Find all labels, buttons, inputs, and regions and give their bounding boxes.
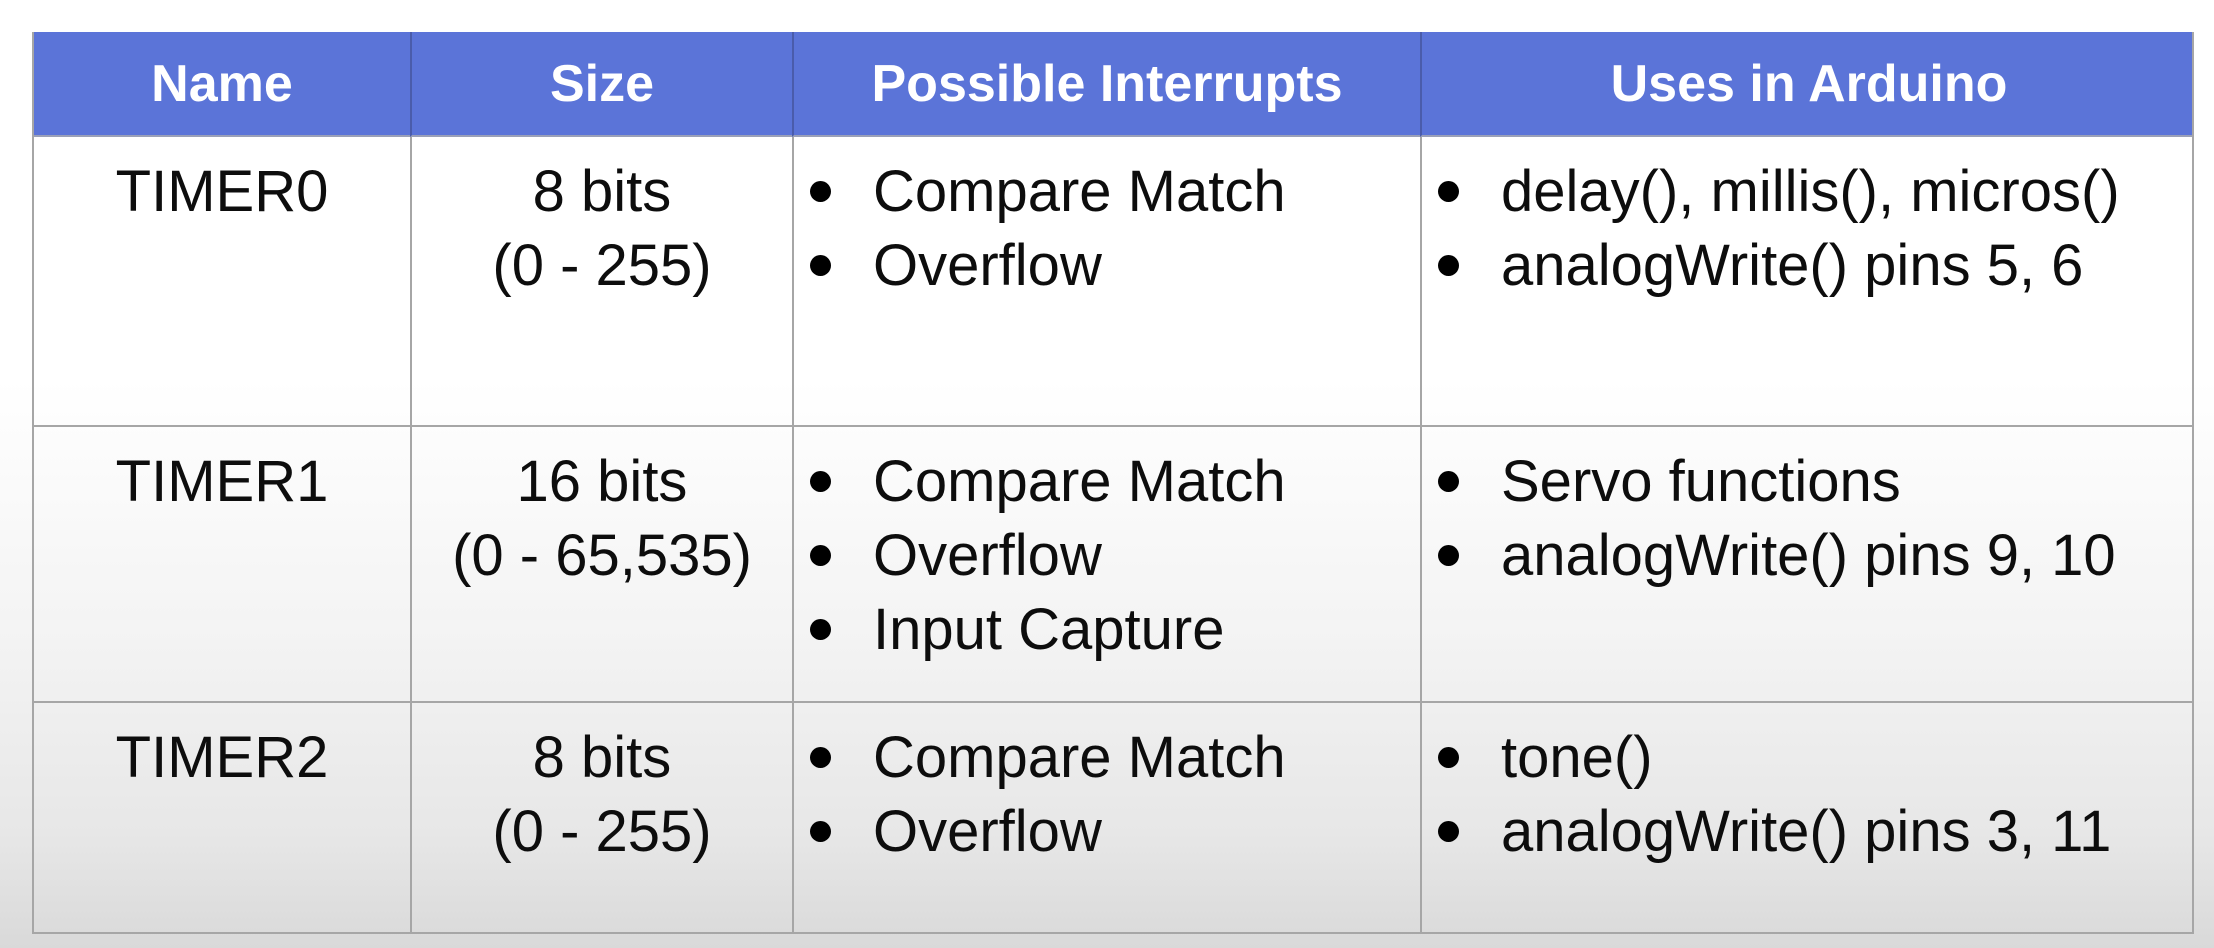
header-label-name: Name [151, 54, 293, 113]
list-item: analogWrite() pins 5, 6 [1438, 229, 2186, 303]
list-item-text: analogWrite() pins 9, 10 [1501, 523, 2116, 588]
size-line: (0 - 255) [492, 799, 712, 864]
bullet-dot-icon [810, 545, 831, 566]
list-item-text: tone() [1501, 725, 1653, 790]
bullet-dot-icon [1438, 471, 1459, 492]
header-cell-interrupts: Possible Interrupts [792, 32, 1420, 137]
cell-timer1-uses: Servo functions analogWrite() pins 9, 10 [1420, 427, 2192, 703]
header-label-uses: Uses in Arduino [1610, 54, 2008, 113]
cell-timer2-name: TIMER2 [34, 703, 410, 932]
header-label-interrupts: Possible Interrupts [871, 54, 1343, 113]
list-item-text: Compare Match [873, 159, 1286, 224]
list-item-text: Compare Match [873, 725, 1286, 790]
cell-timer0-interrupts: Compare Match Overflow [792, 137, 1420, 427]
cell-timer0-name: TIMER0 [34, 137, 410, 427]
timer-name: TIMER0 [115, 159, 329, 224]
size-line: (0 - 65,535) [452, 523, 752, 588]
list-item-text: analogWrite() pins 3, 11 [1501, 799, 2112, 864]
list-item: Servo functions [1438, 445, 2186, 519]
list-item: analogWrite() pins 9, 10 [1438, 519, 2186, 593]
header-cell-size: Size [410, 32, 792, 137]
timers-table: Name Size Possible Interrupts Uses in Ar… [32, 32, 2194, 934]
list-item: Overflow [810, 795, 1410, 869]
bullet-dot-icon [810, 619, 831, 640]
list-item-text: Servo functions [1501, 449, 1901, 514]
cell-timer2-size: 8 bits (0 - 255) [410, 703, 792, 932]
bullet-dot-icon [1438, 821, 1459, 842]
bullet-dot-icon [1438, 545, 1459, 566]
list-item: Overflow [810, 519, 1410, 593]
header-label-size: Size [549, 54, 655, 113]
list-item-text: Overflow [873, 233, 1102, 298]
timer-name: TIMER1 [115, 449, 329, 514]
list-item: tone() [1438, 721, 2186, 795]
list-item: Compare Match [810, 445, 1410, 519]
list-item-text: Compare Match [873, 449, 1286, 514]
list-item: analogWrite() pins 3, 11 [1438, 795, 2186, 869]
list-item-text: analogWrite() pins 5, 6 [1501, 233, 2084, 298]
bullet-dot-icon [810, 471, 831, 492]
cell-timer2-uses: tone() analogWrite() pins 3, 11 [1420, 703, 2192, 932]
cell-timer1-name: TIMER1 [34, 427, 410, 703]
cell-timer0-uses: delay(), millis(), micros() analogWrite(… [1420, 137, 2192, 427]
list-item-text: Overflow [873, 799, 1102, 864]
cell-timer2-interrupts: Compare Match Overflow [792, 703, 1420, 932]
bullet-dot-icon [810, 821, 831, 842]
bullet-dot-icon [1438, 747, 1459, 768]
size-line: 8 bits [532, 725, 672, 790]
cell-timer1-interrupts: Compare Match Overflow Input Capture [792, 427, 1420, 703]
cell-timer1-size: 16 bits (0 - 65,535) [410, 427, 792, 703]
size-line: 8 bits [532, 159, 672, 224]
list-item-text: Input Capture [873, 597, 1225, 662]
header-cell-uses: Uses in Arduino [1420, 32, 2192, 137]
list-item: Overflow [810, 229, 1410, 303]
bullet-dot-icon [810, 255, 831, 276]
list-item: Input Capture [810, 593, 1410, 667]
cell-timer0-size: 8 bits (0 - 255) [410, 137, 792, 427]
list-item: Compare Match [810, 155, 1410, 229]
list-item: delay(), millis(), micros() [1438, 155, 2186, 229]
list-item: Compare Match [810, 721, 1410, 795]
bullet-dot-icon [1438, 255, 1459, 276]
bullet-dot-icon [1438, 181, 1459, 202]
bullet-dot-icon [810, 181, 831, 202]
timer-name: TIMER2 [115, 725, 329, 790]
size-line: (0 - 255) [492, 233, 712, 298]
bullet-dot-icon [810, 747, 831, 768]
list-item-text: Overflow [873, 523, 1102, 588]
list-item-text: delay(), millis(), micros() [1501, 159, 2120, 224]
size-line: 16 bits [516, 449, 688, 514]
header-cell-name: Name [34, 32, 410, 137]
